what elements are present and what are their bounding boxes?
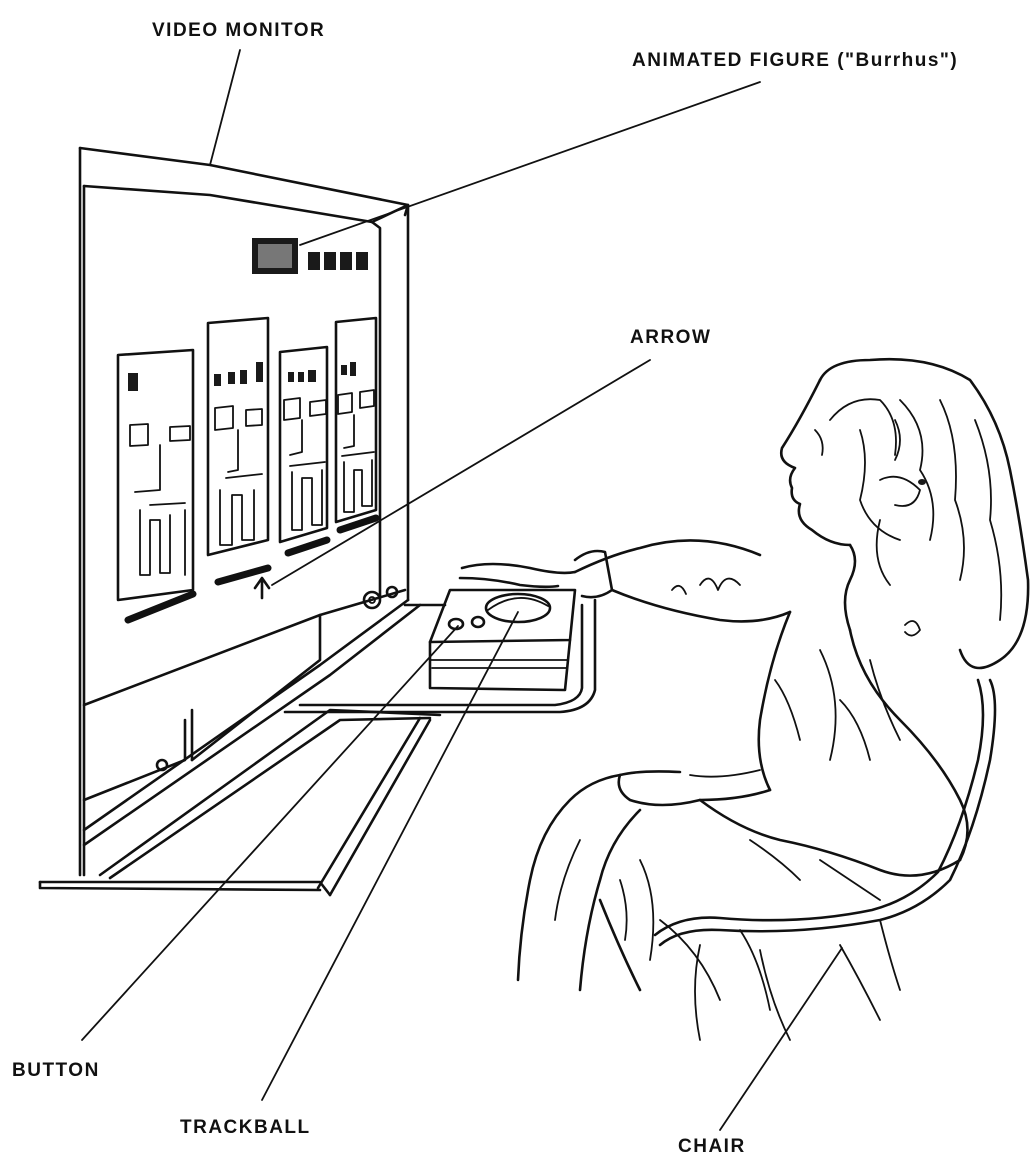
score-box-inner [258, 244, 292, 268]
arrow-indicator [255, 578, 269, 598]
label-video-monitor: VIDEO MONITOR [152, 20, 325, 41]
label-button: BUTTON [12, 1060, 100, 1081]
animated-figure-card [280, 347, 327, 553]
counter-digit [324, 252, 336, 270]
trackball-unit [285, 590, 595, 712]
counter-digit [308, 252, 320, 270]
chair [655, 680, 995, 1040]
leader-chair [720, 948, 842, 1130]
animated-figure-card [208, 318, 269, 598]
label-trackball: TRACKBALL [180, 1117, 311, 1138]
animated-figure-card [118, 350, 193, 620]
counter-digit [356, 252, 368, 270]
animated-figure-card [336, 318, 376, 530]
leader-trackball [262, 612, 518, 1100]
label-animated-figure: ANIMATED FIGURE ("Burrhus") [632, 50, 958, 71]
button-control [472, 617, 484, 627]
counter-digit [340, 252, 352, 270]
leader-video-monitor [210, 50, 240, 165]
label-chair: CHAIR [678, 1136, 746, 1157]
label-arrow: ARROW [630, 327, 711, 348]
child-figure [460, 359, 1028, 1010]
screen-display [118, 238, 376, 620]
leader-animated-figure [300, 82, 760, 245]
